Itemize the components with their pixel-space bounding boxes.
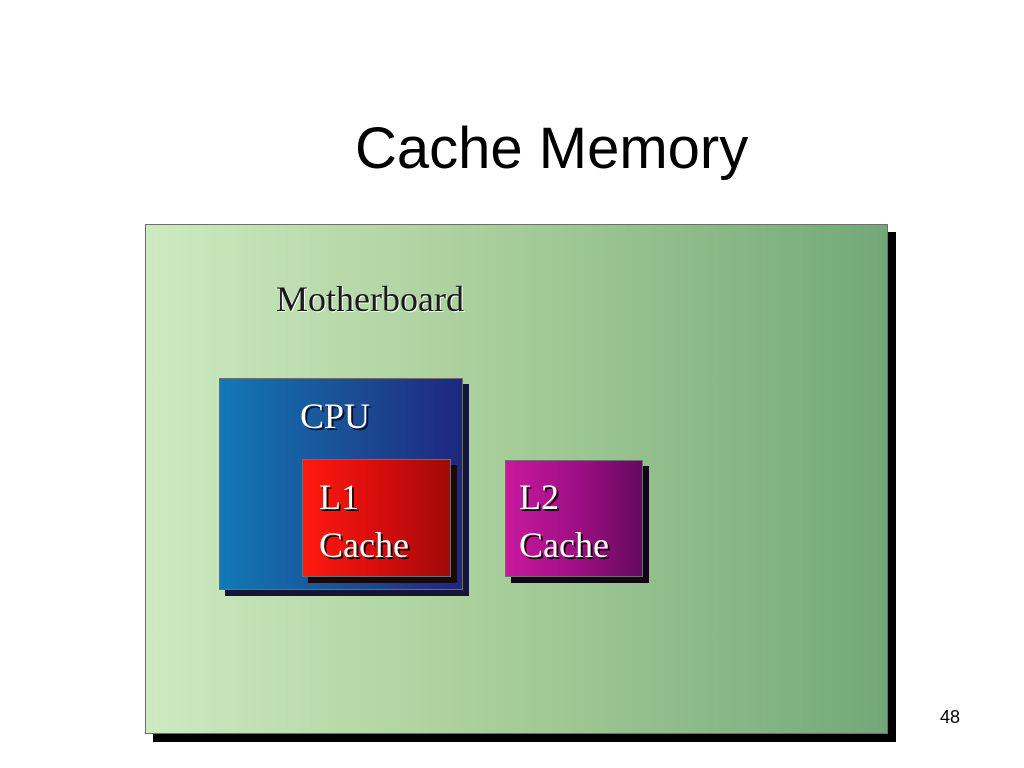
page-number: 48 [940, 707, 961, 727]
l1-cache-label-line1: L1 [319, 477, 359, 517]
l1-cache-label-line2: Cache [319, 525, 409, 565]
l2-cache-label: L2 Cache [519, 473, 609, 569]
cpu-label: CPU [300, 396, 371, 436]
motherboard-label: Motherboard [276, 279, 464, 319]
l2-cache-label-line1: L2 [519, 477, 559, 517]
l2-cache-box [505, 460, 643, 577]
l1-cache-box [302, 459, 451, 577]
slide-title: Cache Memory [355, 116, 749, 181]
l2-cache-label-line2: Cache [519, 525, 609, 565]
l1-cache-label: L1 Cache [319, 473, 409, 569]
